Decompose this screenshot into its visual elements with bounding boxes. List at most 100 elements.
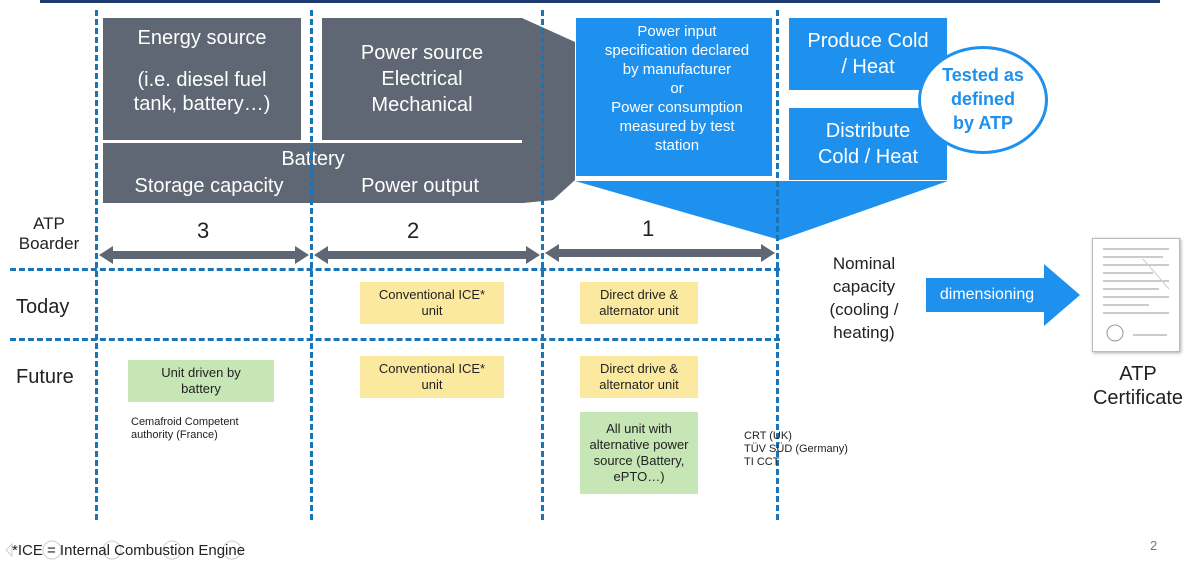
cemafroid-l2: authority (France) [131,429,218,441]
vertical-divider-4 [776,10,779,520]
power-input-l4: or [670,80,684,97]
slide-nav-controls[interactable] [2,540,242,560]
boarder-label: Boarder [18,234,80,253]
future-alt-l4: ePTO…) [613,469,665,484]
today-ice-cell: Conventional ICE* unit [360,282,504,324]
nominal-l3: (cooling / [829,300,899,319]
produce-l1: Produce Cold [807,30,929,52]
station-crt: CRT (UK) [744,430,792,442]
top-rule [40,0,1160,3]
power-input-l1: Power input [637,23,717,40]
test-stations-note: CRT (UK) TÜV SÜD (Germany) TI CCT [744,430,884,469]
dimensioning-label: dimensioning [939,286,1035,303]
battery-shape [103,140,553,203]
certificate-l1: ATP [1119,363,1157,385]
energy-source-shape [103,18,301,140]
future-battery-l1: Unit driven by [161,365,241,380]
power-input-l7: station [654,137,700,154]
nominal-capacity-label: Nominal capacity (cooling / heating) [804,252,924,344]
certificate-image [1092,238,1180,352]
power-source-electrical: Electrical [381,68,463,90]
cemafroid-note: Cemafroid Competent authority (France) [131,416,291,442]
tested-l1: Tested as [942,65,1024,85]
column-number-1: 1 [642,216,655,241]
nominal-l4: heating) [833,323,895,342]
cemafroid-l1: Cemafroid Competent [131,416,239,428]
station-tuv: TÜV SÜD (Germany) [744,443,848,455]
future-alt-l3: source (Battery, [593,453,685,468]
distribute-box: Distribute Cold / Heat [789,108,947,180]
dimensioning-arrow [926,264,1080,326]
certificate-document-icon [1103,248,1170,342]
column-number-2: 2 [407,218,420,243]
station-ticct: TI CCT [744,456,780,468]
future-alt-l2: alternative power [589,437,689,452]
blue-funnel-shape [575,181,948,240]
nominal-l2: capacity [832,277,896,296]
power-input-shape [576,18,772,176]
nominal-l1: Nominal [832,254,896,273]
future-alt-l1: All unit with [606,421,672,436]
column-number-3: 3 [197,218,210,243]
tested-l2: defined [950,89,1015,109]
power-input-l3: by manufacturer [622,61,732,78]
today-direct-l1: Direct drive & [599,287,679,302]
power-source-box: Power source Electrical Mechanical [322,40,522,118]
future-alternative-cell: All unit with alternative power source (… [580,412,698,494]
future-direct-l2: alternator unit [599,377,679,392]
vertical-divider-3 [541,10,544,520]
power-input-l2: specification declared [604,42,750,59]
prev-slide-icon [5,542,13,558]
battery-storage-label: Storage capacity [134,175,284,197]
future-direct-cell: Direct drive & alternator unit [580,356,698,398]
power-source-mechanical: Mechanical [371,94,473,116]
range-arrow-3 [99,246,309,264]
range-arrow-2 [314,246,540,264]
vertical-divider-2 [310,10,313,520]
today-direct-cell: Direct drive & alternator unit [580,282,698,324]
tested-ellipse: Tested as defined by ATP [918,46,1048,154]
pen-icon [42,540,62,560]
distribute-l2: Cold / Heat [817,146,919,168]
footnote: *ICE = Internal Combustion Engine [12,542,246,559]
today-ice-l2: unit [421,303,443,318]
power-input-l6: measured by test [619,118,735,135]
atp-boarder-label: ATP Boarder [14,214,84,254]
range-arrow-1 [545,244,775,262]
power-input-box: Power input specification declared by ma… [584,22,770,155]
today-label: Today [16,296,70,318]
certificate-label: ATP Certificate [1080,362,1196,410]
slides-icon [102,540,122,560]
tested-l3: by ATP [952,113,1013,133]
energy-source-box: Energy source (i.e. diesel fuel tank, ba… [103,26,301,116]
energy-source-title: Energy source [137,27,267,49]
horizontal-divider-future [10,338,780,341]
distribute-l1: Distribute [825,120,911,142]
produce-box: Produce Cold / Heat [789,18,947,90]
energy-source-line2: (i.e. diesel fuel [137,69,267,91]
more-icon [222,540,242,560]
slide-nav-icons[interactable] [2,540,242,560]
funnel-shape [522,18,575,203]
future-ice-cell: Conventional ICE* unit [360,356,504,398]
future-ice-l1: Conventional ICE* [378,361,486,376]
power-source-shape [322,18,553,140]
produce-l2: / Heat [841,56,895,78]
today-ice-l1: Conventional ICE* [378,287,486,302]
energy-source-line3: tank, battery…) [133,93,271,115]
future-direct-l1: Direct drive & [599,361,679,376]
horizontal-divider-today [10,268,780,271]
battery-output-label: Power output [361,175,479,197]
vertical-divider-1 [95,10,98,520]
zoom-icon [162,540,182,560]
future-battery-l2: battery [181,381,221,396]
future-ice-l2: unit [421,377,443,392]
atp-label: ATP [33,214,65,233]
power-input-l5: Power consumption [611,99,743,116]
certificate-l2: Certificate [1092,387,1184,409]
today-direct-l2: alternator unit [599,303,679,318]
future-battery-unit-cell: Unit driven by battery [128,360,274,402]
future-label: Future [16,366,74,388]
power-source-title: Power source [360,42,484,64]
